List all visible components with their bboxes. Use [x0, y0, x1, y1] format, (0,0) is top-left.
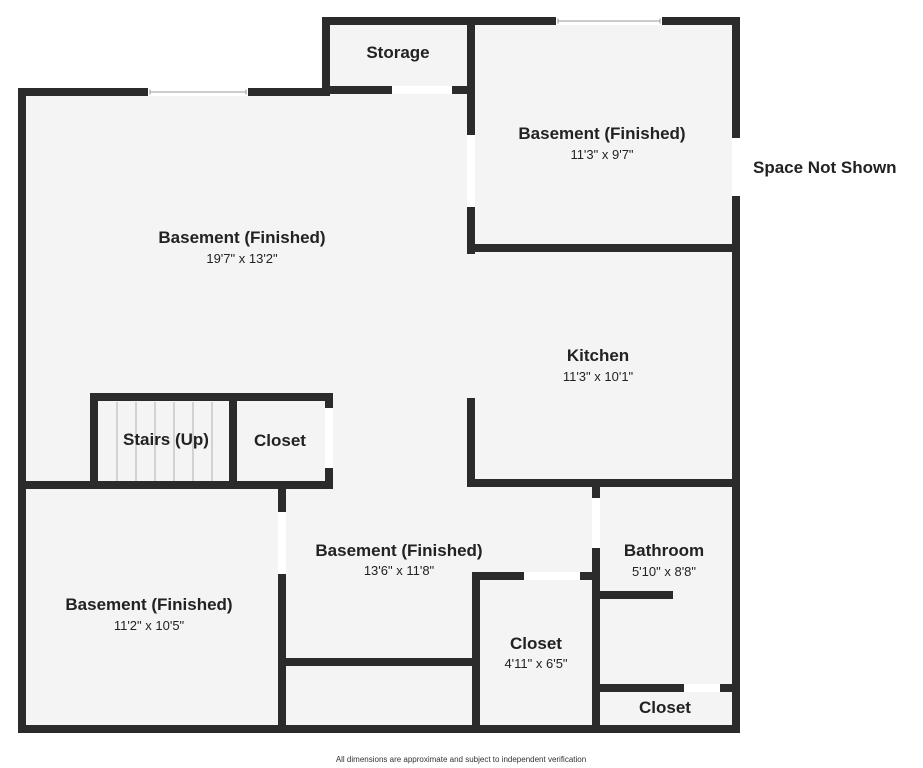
window-lines — [149, 18, 661, 95]
room-dims-basement-center: 13'6" x 11'8" — [364, 563, 435, 578]
wall — [592, 485, 600, 733]
room-dims-kitchen: 11'3" x 10'1" — [563, 369, 634, 384]
room-dims-closet-center: 4'11" x 6'5" — [504, 656, 567, 671]
room-dims-basement-sw: 11'2" x 10'5" — [114, 618, 185, 633]
room-name-closet-bath: Closet — [639, 698, 691, 717]
stair-treads — [116, 402, 213, 481]
wall — [592, 684, 740, 692]
disclaimer-note: All dimensions are approximate and subje… — [336, 755, 586, 764]
wall — [322, 17, 740, 25]
door-opening — [524, 572, 580, 580]
floor-fill — [18, 17, 740, 733]
door-opening — [467, 135, 475, 207]
wall — [467, 244, 740, 252]
wall — [90, 393, 332, 401]
wall — [322, 17, 330, 96]
wall — [592, 591, 673, 599]
room-name-stairs: Stairs (Up) — [123, 430, 209, 449]
room-dims-basement-ne: 11'3" x 9'7" — [570, 147, 633, 162]
wall — [732, 17, 740, 733]
door-opening — [278, 512, 286, 574]
room-name-closet-center: Closet — [510, 634, 562, 653]
room-name-storage: Storage — [366, 43, 429, 62]
wall — [18, 481, 333, 489]
wall — [467, 398, 475, 486]
door-opening — [325, 408, 333, 468]
room-name-basement-main: Basement (Finished) — [158, 228, 325, 247]
door-opening — [392, 86, 452, 94]
room-labels: Storage Basement (Finished) 11'3" x 9'7"… — [65, 43, 704, 764]
room-name-basement-center: Basement (Finished) — [315, 541, 482, 560]
wall — [472, 572, 480, 733]
wall — [229, 393, 237, 486]
room-name-basement-ne: Basement (Finished) — [518, 124, 685, 143]
room-name-basement-sw: Basement (Finished) — [65, 595, 232, 614]
wall — [278, 485, 286, 733]
wall — [90, 393, 98, 486]
door-opening — [732, 138, 740, 196]
room-name-kitchen: Kitchen — [567, 346, 629, 365]
room-name-bathroom: Bathroom — [624, 541, 704, 560]
space-not-shown-label: Space Not Shown — [753, 158, 897, 177]
wall — [467, 479, 740, 487]
door-opening — [684, 684, 720, 692]
door-opening — [592, 498, 600, 548]
wall — [18, 725, 740, 733]
wall — [278, 658, 480, 666]
room-dims-bathroom: 5'10" x 8'8" — [632, 564, 696, 579]
room-name-closet-stairs: Closet — [254, 431, 306, 450]
room-dims-basement-main: 19'7" x 13'2" — [206, 251, 278, 266]
wall — [18, 88, 26, 733]
